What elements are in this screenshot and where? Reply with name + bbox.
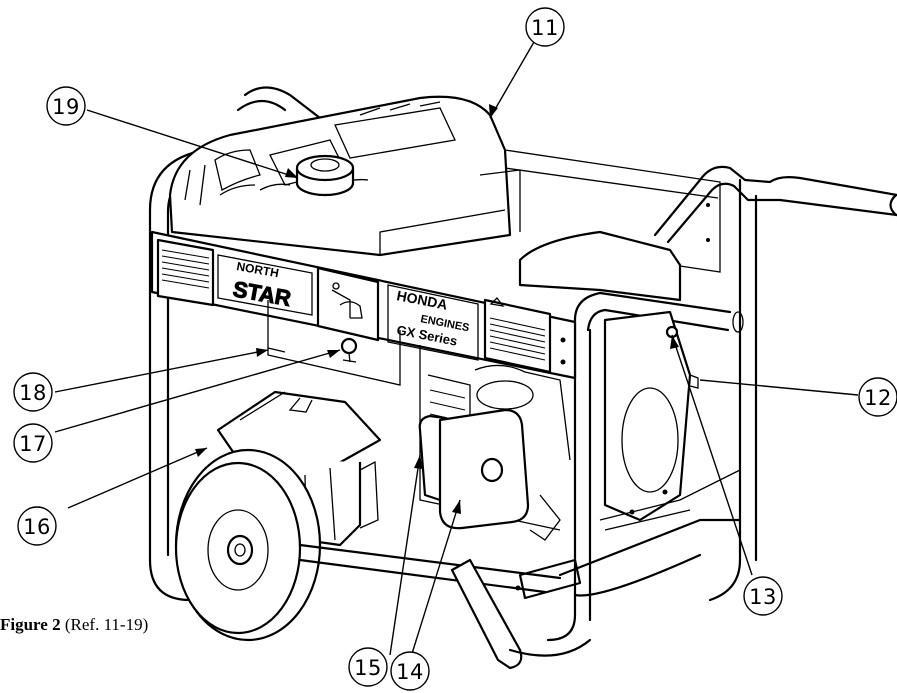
callout-14-label: 14 — [396, 660, 424, 684]
rear-panel — [479, 149, 721, 273]
leader-lines — [54, 41, 859, 661]
callout-14: 14 — [390, 651, 430, 691]
figure-reference: (Ref. 11-19) — [64, 615, 149, 634]
air-cleaner — [418, 408, 530, 530]
callout-16: 16 — [17, 506, 57, 546]
callout-15: 15 — [348, 647, 388, 687]
callout-13: 13 — [743, 576, 783, 616]
fuel-valve — [267, 337, 358, 363]
callout-15-label: 15 — [354, 656, 382, 680]
callout-18: 18 — [13, 372, 53, 412]
callout-12: 12 — [858, 377, 897, 417]
figure-label: Figure 2 — [0, 615, 61, 634]
fuel-cap — [295, 154, 355, 197]
callout-11-label: 11 — [531, 16, 559, 40]
callout-19: 19 — [46, 86, 86, 126]
wheel — [174, 448, 322, 642]
callout-18-label: 18 — [19, 381, 47, 405]
callout-17: 17 — [13, 423, 53, 463]
frame-front-right — [546, 291, 744, 642]
callout-12-label: 12 — [864, 386, 892, 410]
alternator — [518, 230, 741, 531]
figure-caption: Figure 2 (Ref. 11-19) — [0, 615, 148, 635]
callout-16-label: 16 — [23, 515, 51, 539]
callout-17-label: 17 — [19, 432, 47, 456]
callout-13-label: 13 — [749, 585, 777, 609]
handle — [653, 165, 897, 602]
callout-11: 11 — [525, 7, 565, 47]
control-panel: NORTH STAR HONDA ENGINES GX Series — [150, 230, 577, 380]
frame-bottom — [298, 518, 742, 670]
callout-19-label: 19 — [52, 95, 80, 119]
